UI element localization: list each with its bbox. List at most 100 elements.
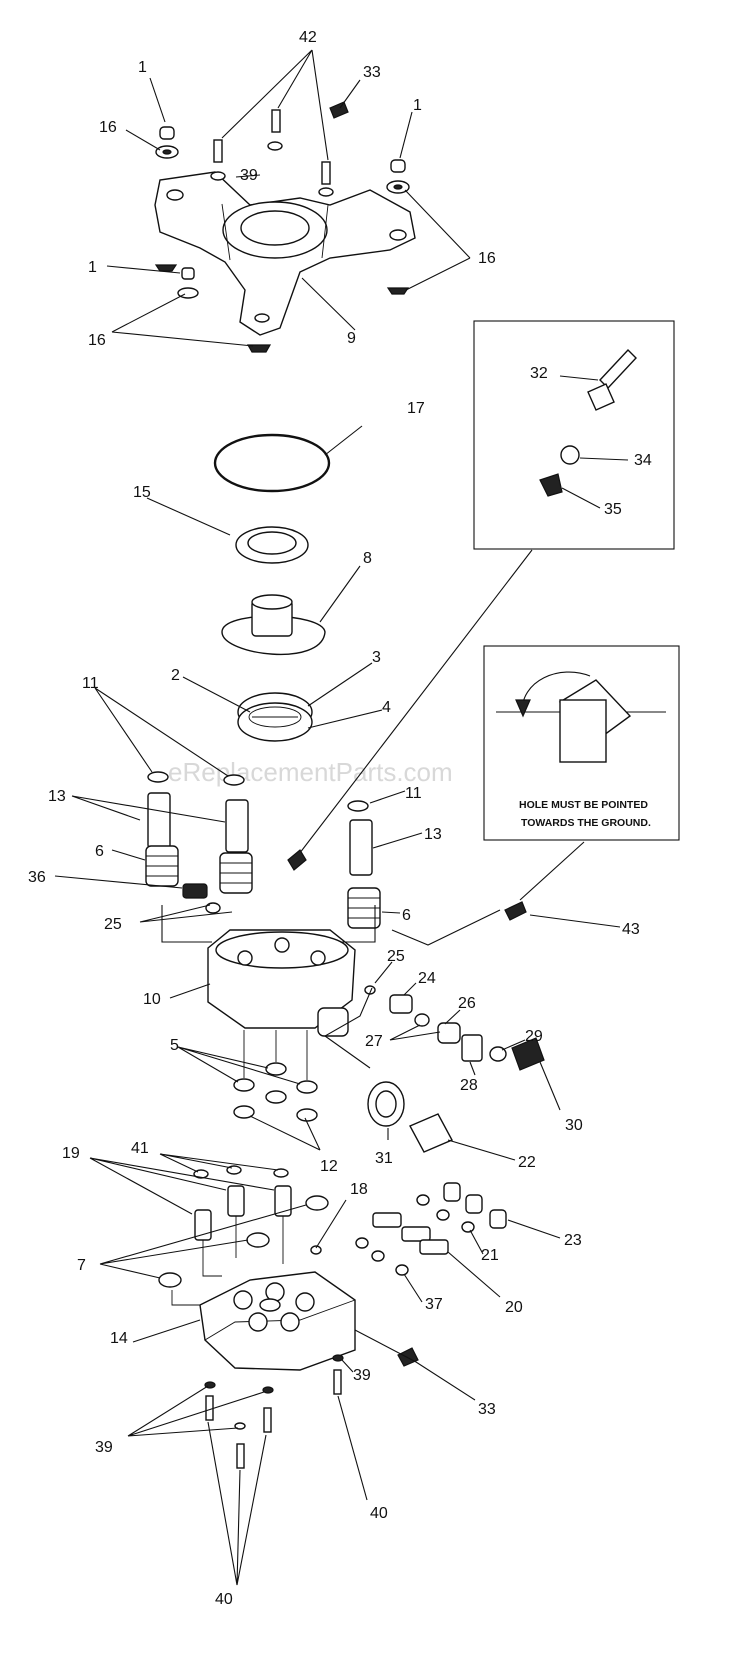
callout-labels: 1 42 33 1 16 39 1 16 16 9 32 34 35 17 15… — [28, 29, 652, 1608]
callout-11: 11 — [405, 785, 422, 802]
callout-16: 16 — [478, 250, 496, 267]
part-20-valve — [419, 1239, 449, 1255]
screw — [321, 161, 331, 185]
watermark-text: eReplacementParts.com — [168, 757, 453, 787]
part-32-fitting — [599, 348, 637, 390]
callout-20: 20 — [505, 1299, 523, 1316]
part-5-oring — [265, 1090, 287, 1104]
part-11-seal — [147, 771, 169, 783]
callout-6: 6 — [402, 907, 411, 924]
callout-40: 40 — [215, 1591, 233, 1608]
callout-39: 39 — [240, 167, 258, 184]
head-port — [295, 1292, 315, 1312]
part-35-seat — [539, 473, 563, 497]
callout-24: 24 — [418, 970, 436, 987]
side-valve-train — [323, 901, 545, 1153]
part-33-plug — [397, 1347, 419, 1367]
callout-43: 43 — [622, 921, 640, 938]
callout-26: 26 — [458, 995, 476, 1012]
callout-27: 27 — [365, 1033, 383, 1050]
bracket-line — [340, 905, 376, 943]
part-37-oring — [371, 1250, 385, 1262]
part-28-spring — [461, 1034, 483, 1062]
part-7-oring — [305, 1195, 329, 1211]
part-14-head-assembly — [158, 1165, 507, 1469]
part-19-valve — [194, 1209, 212, 1241]
part-29-oring — [489, 1046, 507, 1062]
manifold-port — [274, 937, 290, 953]
part-43-plug — [504, 901, 527, 921]
callout-6: 6 — [95, 843, 104, 860]
callout-19: 19 — [62, 1145, 80, 1162]
spring-coils — [146, 855, 380, 919]
part-1-and-16-top-left — [155, 126, 179, 159]
part-41-oring — [273, 1168, 289, 1178]
inset-note-line1: HOLE MUST BE POINTED — [519, 799, 648, 811]
part-39-washer — [262, 1386, 274, 1394]
part-21-oring — [436, 1209, 450, 1221]
callout-8: 8 — [363, 550, 372, 567]
callout-5: 5 — [170, 1037, 179, 1054]
mid-leader-lines — [54, 687, 621, 1161]
part-7-oring — [246, 1232, 270, 1248]
part-20-valve — [401, 1226, 431, 1242]
inset-orientation-note: HOLE MUST BE POINTED TOWARDS THE GROUND. — [483, 645, 680, 901]
part-39-washer — [267, 141, 283, 151]
part-23-plug — [465, 1194, 483, 1214]
manifold-port — [237, 950, 253, 966]
callout-17: 17 — [407, 400, 425, 417]
screw — [213, 139, 223, 163]
head-port — [265, 1282, 285, 1302]
top-leader-lines — [106, 49, 471, 347]
part-22-adapter — [409, 1113, 453, 1153]
manifold-port — [310, 950, 326, 966]
part-4-race — [237, 702, 313, 742]
callout-2: 2 — [171, 667, 180, 684]
part-40-screw — [333, 1369, 342, 1395]
part-13-piston — [349, 819, 373, 876]
part-13-piston — [147, 792, 171, 849]
part-1-cap — [159, 126, 175, 140]
part-40-screw — [263, 1407, 272, 1433]
part-11-seal — [347, 800, 369, 812]
part-39-washer — [210, 171, 226, 181]
callout-22: 22 — [518, 1154, 536, 1171]
part-37-oring — [395, 1264, 409, 1276]
middle-stack — [146, 425, 383, 742]
callout-25: 25 — [104, 916, 122, 933]
housing-hole — [389, 229, 407, 241]
part-19-valve — [227, 1185, 245, 1217]
head-center — [259, 1298, 281, 1312]
housing-hole — [254, 313, 270, 323]
callout-15: 15 — [133, 484, 151, 501]
part-12-oring — [233, 1105, 255, 1119]
callout-32: 32 — [530, 365, 548, 382]
part-2-needle-cage — [248, 706, 302, 728]
callout-18: 18 — [350, 1181, 368, 1198]
part-5-oring — [296, 1080, 318, 1094]
part-15-bearing-inner — [247, 531, 297, 555]
part-32-fitting-small — [287, 849, 307, 871]
callout-25: 25 — [387, 948, 405, 965]
callout-21: 21 — [481, 1247, 499, 1264]
inset-note-line2: TOWARDS THE GROUND. — [521, 817, 651, 829]
callout-13: 13 — [48, 788, 66, 805]
part-34-ball — [560, 445, 580, 465]
part-27-oring — [414, 1013, 430, 1027]
callout-3: 3 — [372, 649, 381, 666]
part-32-hex — [587, 383, 615, 411]
callout-16: 16 — [88, 332, 106, 349]
seals-5-and-12 — [233, 1030, 318, 1122]
bracket-line — [161, 905, 212, 943]
part-16-nut — [386, 287, 410, 295]
part-13-piston — [225, 799, 249, 853]
callout-31: 31 — [375, 1150, 393, 1167]
callout-28: 28 — [460, 1077, 478, 1094]
part-1-and-16-lower-left — [154, 264, 272, 353]
housing-edge — [221, 203, 329, 261]
part-40-screw — [236, 1443, 245, 1469]
part-5-oring — [233, 1078, 255, 1092]
washer-hole — [393, 184, 403, 190]
callout-7: 7 — [77, 1257, 86, 1274]
